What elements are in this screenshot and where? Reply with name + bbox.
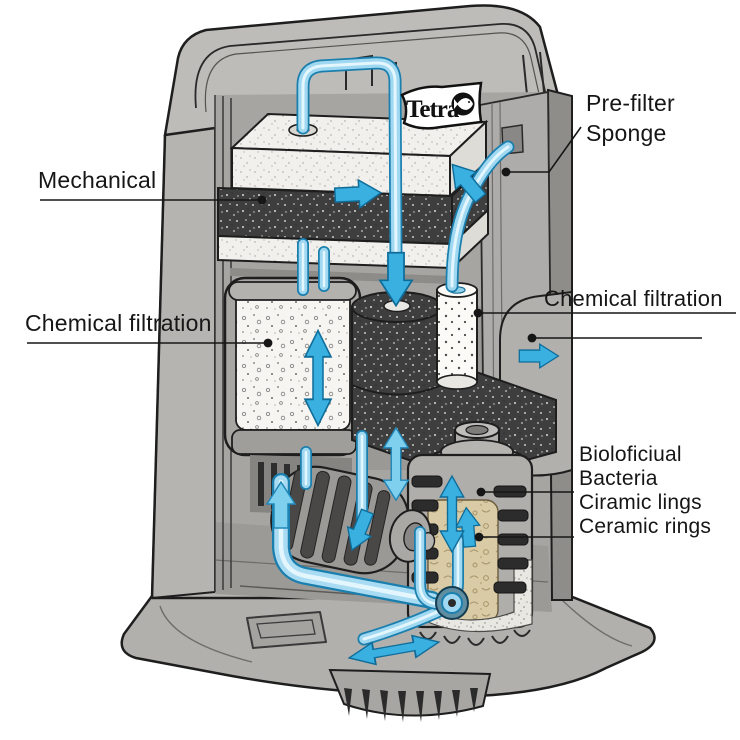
flow-tube-drop: [297, 238, 330, 490]
label-bio-media: Bioloficiual Bacteria Ciramic lings Cera…: [579, 443, 711, 539]
label-bio-line1: Bioloficiual: [579, 443, 682, 466]
flow-tube-elbow: [272, 473, 441, 609]
label-chemical-filtration-left: Chemical filtration: [25, 310, 212, 336]
label-bio-line2: Bacteria: [579, 467, 658, 490]
label-prefilter-line1: Pre-filter: [586, 90, 675, 116]
label-bio-line4: Ceramic rings: [579, 515, 712, 538]
base-grate: [328, 668, 492, 722]
label-mechanical: Mechanical: [38, 167, 157, 193]
label-chemical-filtration-right: Chemical filtration: [544, 286, 723, 311]
leader-lines: [27, 126, 736, 542]
prefilter-cartridge: [436, 282, 478, 390]
tetra-logo: Tetra: [400, 81, 483, 130]
leader-line-prefilter: [506, 126, 582, 173]
flow-tube-top: [296, 56, 403, 269]
label-bio-line3: Ciramic lings: [579, 491, 702, 514]
label-prefilter-line2: Sponge: [586, 120, 667, 146]
tetra-logo-text: Tetra: [406, 96, 460, 123]
fish-icon: [451, 92, 475, 116]
label-prefilter-sponge: Pre-filter Sponge: [586, 88, 675, 148]
pipe-fitting: [435, 586, 469, 620]
